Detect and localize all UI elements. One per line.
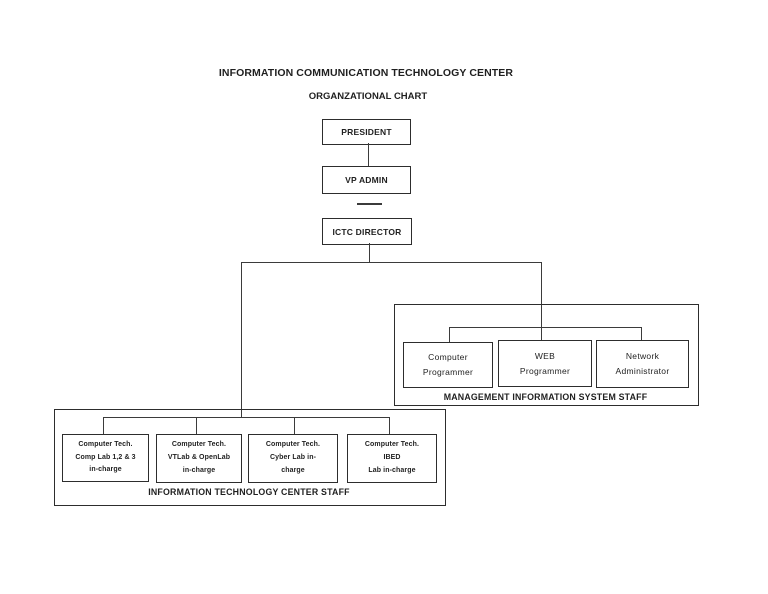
member-label-line: IBED: [383, 454, 401, 462]
connector-vpadmin-ictc-dash: [357, 203, 382, 205]
member-label-line: charge: [281, 466, 305, 474]
member-label-line: Cyber Lab in-: [269, 454, 317, 462]
page-subtitle: ORGANZATIONAL CHART: [308, 91, 428, 102]
member-label-line: VTLab & OpenLab: [167, 454, 231, 462]
connector-itc-drop-3: [294, 417, 296, 434]
connector-itc-drop-4: [389, 417, 391, 434]
member-label-line: Computer Tech.: [78, 440, 133, 448]
member-label-line: Computer Tech.: [171, 441, 227, 449]
node-computer-programmer: Computer Programmer: [403, 342, 493, 388]
itc-group-box: [54, 409, 446, 506]
member-label-line: Programmer: [519, 365, 571, 376]
member-label-line: Computer Tech.: [364, 441, 420, 449]
connector-mis-horizontal: [449, 327, 642, 329]
member-label-line: Computer Tech.: [265, 441, 321, 449]
mis-group-box: [394, 304, 699, 406]
connector-itc-horizontal: [103, 417, 390, 419]
node-web-programmer: WEB Programmer: [498, 340, 592, 387]
member-label-line: in-charge: [89, 466, 122, 474]
connector-main-horizontal: [241, 262, 542, 264]
connector-right-branch: [541, 262, 543, 341]
connector-president-vpadmin: [368, 143, 370, 167]
member-label-line: Computer: [428, 352, 468, 363]
node-comp-lab-tech: Computer Tech. Comp Lab 1,2 & 3 in-charg…: [62, 434, 149, 482]
member-label-line: Programmer: [422, 367, 474, 377]
member-label-line: Lab in-charge: [368, 466, 416, 474]
connector-itc-drop-2: [196, 417, 198, 434]
member-label-line: Administrator: [615, 366, 670, 376]
member-label-line: Comp Lab 1,2 & 3: [75, 453, 136, 461]
node-vtlab-openlab-tech: Computer Tech. VTLab & OpenLab in-charge: [156, 434, 242, 483]
node-cyber-lab-tech: Computer Tech. Cyber Lab in- charge: [248, 434, 338, 483]
member-label-line: Network: [625, 351, 660, 362]
node-vp-admin: VP ADMIN: [322, 166, 411, 194]
page-title: INFORMATION COMMUNICATION TECHNOLOGY CEN…: [218, 67, 514, 79]
node-network-administrator: Network Administrator: [596, 340, 689, 388]
connector-itc-drop-1: [103, 417, 105, 434]
member-label-line: in-charge: [182, 466, 216, 474]
node-president: PRESIDENT: [322, 119, 411, 145]
connector-left-branch: [241, 262, 243, 418]
member-label-line: WEB: [534, 350, 556, 361]
node-ibed-lab-tech: Computer Tech. IBED Lab in-charge: [347, 434, 437, 483]
itc-group-label: INFORMATION TECHNOLOGY CENTER STAFF: [148, 487, 350, 497]
connector-ictc-down: [369, 243, 371, 263]
node-ictc-director: ICTC DIRECTOR: [322, 218, 412, 245]
mis-group-label: MANAGEMENT INFORMATION SYSTEM STAFF: [443, 392, 648, 402]
connector-mis-drop-left: [449, 327, 451, 343]
connector-mis-drop-right: [641, 327, 643, 341]
